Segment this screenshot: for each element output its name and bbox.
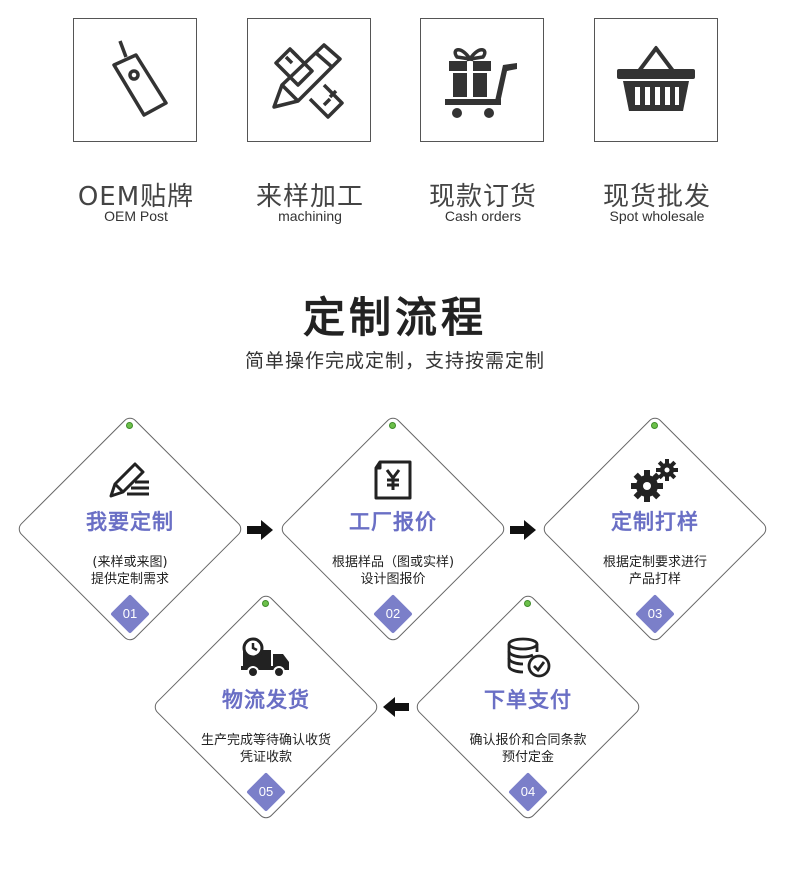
price-doc-icon [374, 460, 412, 500]
service-machining[interactable]: 来样加工 machining [247, 18, 373, 224]
step-desc-line2: 设计图报价 [360, 572, 426, 587]
step-customize[interactable]: 我要定制 (来样或来图) 提供定制需求 01 [15, 414, 245, 644]
step-number: 03 [647, 606, 663, 621]
step-title: 物流发货 [222, 688, 310, 712]
step-sampling[interactable]: 定制打样 根据定制要求进行 产品打样 03 [540, 414, 770, 644]
step-desc: 根据样品（图或实样) 设计图报价 [298, 554, 488, 588]
step-number: 05 [258, 784, 274, 799]
step-title: 下单支付 [484, 688, 572, 712]
coins-check-icon [507, 637, 551, 678]
arrow-left-icon [383, 697, 409, 717]
step-title: 我要定制 [86, 510, 174, 534]
service-machining-en: machining [278, 208, 342, 224]
step-number: 01 [122, 606, 138, 621]
gears-icon [631, 459, 678, 502]
step-number: 02 [385, 606, 401, 621]
step-desc-line2: 预付定金 [501, 750, 554, 765]
step-desc-line2: 提供定制需求 [90, 572, 169, 587]
process-title: 定制流程 [302, 293, 487, 342]
step-desc: 根据定制要求进行 产品打样 [560, 554, 750, 588]
hang-dot [126, 422, 133, 429]
step-desc-line1: (来样或来图) [92, 555, 168, 570]
step-desc-line1: 根据样品（图或实样) [331, 555, 455, 570]
step-desc-line1: 生产完成等待确认收货 [200, 733, 331, 748]
step-factory-quote[interactable]: 工厂报价 根据样品（图或实样) 设计图报价 02 [278, 414, 508, 644]
step-desc-line2: 产品打样 [628, 572, 681, 587]
arrow-right-icon [510, 520, 536, 540]
service-spot-wholesale[interactable]: 现货批发 Spot wholesale [594, 18, 720, 224]
process-subtitle: 简单操作完成定制，支持按需定制 [244, 350, 545, 372]
hang-dot [389, 422, 396, 429]
step-title: 定制打样 [611, 510, 699, 534]
step-title: 工厂报价 [349, 510, 437, 534]
tag-icon [112, 40, 168, 117]
service-oem-en: OEM Post [104, 208, 168, 224]
pencil-ruler-icon [272, 43, 344, 119]
service-cash-orders[interactable]: 现款订货 Cash orders [420, 18, 546, 224]
service-oem[interactable]: OEM贴牌 OEM Post [73, 18, 199, 224]
step-desc: (来样或来图) 提供定制需求 [35, 554, 225, 588]
gift-cart-icon [445, 48, 517, 118]
step-desc-line1: 确认报价和合同条款 [469, 733, 587, 748]
service-machining-cn: 来样加工 [255, 182, 364, 212]
hang-dot [262, 600, 269, 607]
service-cash-orders-box[interactable] [420, 18, 544, 142]
service-spot-wholesale-cn: 现货批发 [602, 182, 711, 212]
service-spot-wholesale-en: Spot wholesale [609, 208, 705, 224]
step-desc: 生产完成等待确认收货 凭证收款 [171, 732, 361, 766]
hang-dot [524, 600, 531, 607]
hang-dot [651, 422, 658, 429]
service-cash-orders-en: Cash orders [444, 208, 522, 224]
step-desc: 确认报价和合同条款 预付定金 [433, 732, 623, 766]
service-machining-box[interactable] [247, 18, 371, 142]
step-desc-line2: 凭证收款 [239, 750, 292, 765]
step-desc-line1: 根据定制要求进行 [602, 555, 707, 570]
edit-icon [109, 462, 149, 498]
service-spot-wholesale-box[interactable] [594, 18, 718, 142]
step-shipping[interactable]: 物流发货 生产完成等待确认收货 凭证收款 05 [151, 592, 381, 822]
service-cash-orders-cn: 现款订货 [428, 182, 537, 212]
basket-icon [617, 45, 695, 111]
service-oem-cn: OEM贴牌 [77, 182, 195, 212]
step-payment[interactable]: 下单支付 确认报价和合同条款 预付定金 04 [413, 592, 643, 822]
service-oem-box[interactable] [73, 18, 197, 142]
delivery-truck-icon [241, 637, 289, 678]
arrow-right-icon [247, 520, 273, 540]
step-number: 04 [520, 784, 536, 799]
